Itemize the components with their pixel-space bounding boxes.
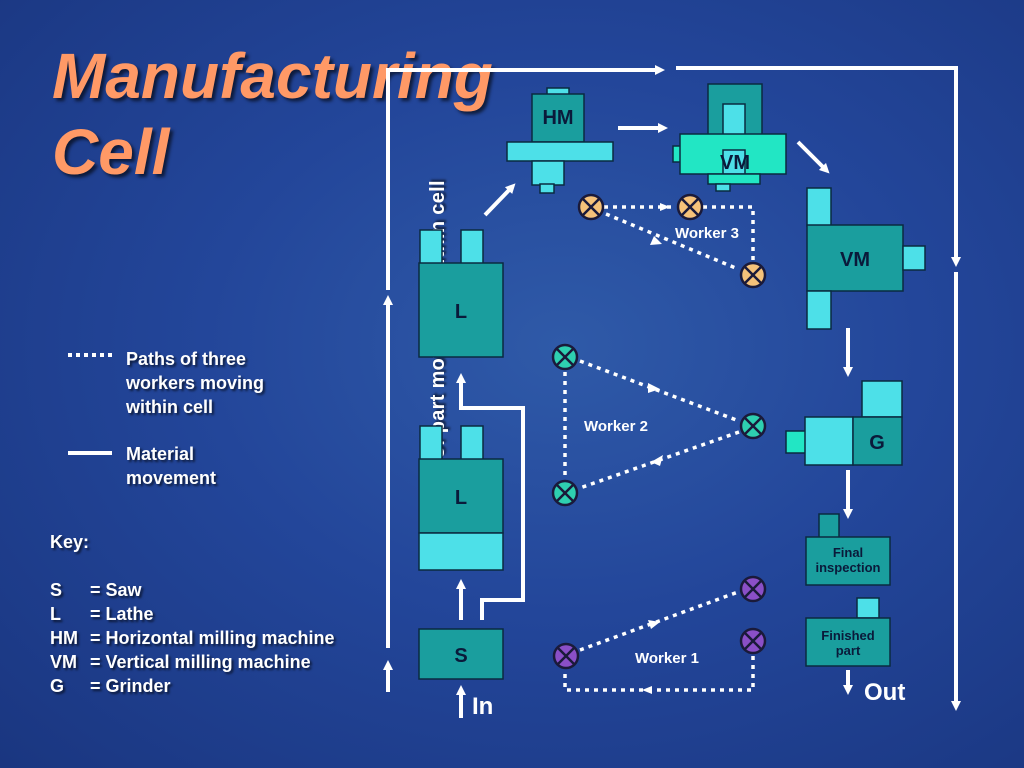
out-label: Out: [864, 679, 905, 706]
worker3-label: Worker 3: [675, 225, 739, 242]
worker1-marker: [552, 575, 767, 670]
worker2-marker: [551, 343, 767, 507]
key-heading: Key:: [50, 532, 90, 552]
worker2-arrow-2: [651, 455, 663, 466]
worker2-label: Worker 2: [584, 418, 648, 435]
key-entry-vm: VM= Vertical milling machine: [50, 652, 311, 672]
worker3-arrow-1: [660, 203, 670, 211]
final-inspection-label-2: inspection: [815, 560, 880, 575]
grinder-label: G: [869, 432, 885, 454]
title-line-2: Cell: [52, 116, 170, 188]
finished-part-station: Finished part: [805, 597, 891, 667]
slide-title: Manufacturing Cell: [52, 38, 493, 190]
worker1-path: [563, 590, 755, 692]
legend-solid-label: Material movement: [126, 444, 217, 488]
key-entry-lathe: L= Lathe: [50, 604, 154, 624]
grinder-machine: G: [785, 380, 903, 466]
worker3-arrow-2: [650, 236, 662, 245]
saw-machine: S: [418, 628, 504, 680]
worker3-marker: [577, 193, 767, 289]
finished-part-label-1: Finished: [821, 628, 875, 643]
finished-part-label-2: part: [836, 643, 861, 658]
key-entry-hm: HM= Horizontal milling machine: [50, 628, 335, 648]
worker1-arrow-2: [642, 686, 652, 694]
worker2-arrow-1: [648, 383, 660, 393]
hm-label: HM: [542, 107, 573, 129]
final-inspection-label-1: Final: [833, 545, 863, 560]
material-flow-outer: [383, 65, 961, 711]
key-entry-saw: S= Saw: [50, 580, 142, 600]
lathe-lower-label: L: [455, 487, 467, 509]
lathe-upper-label: L: [455, 301, 467, 323]
vm-top-label: VM: [720, 152, 750, 174]
vm-right-machine: VM: [806, 187, 926, 330]
worker1-arrow-1: [648, 620, 660, 629]
vm-right-label: VM: [840, 249, 870, 271]
worker1-label: Worker 1: [635, 650, 699, 667]
vm-top-machine: VM: [672, 83, 787, 192]
lathe-upper: L: [418, 229, 504, 358]
final-inspection-station: Final inspection: [805, 513, 891, 586]
hm-machine: HM: [506, 87, 614, 194]
saw-label: S: [454, 645, 467, 667]
lathe-lower: L: [418, 425, 504, 571]
material-flow-inner: [456, 123, 853, 718]
worker3-path: [604, 205, 755, 271]
title-line-1: Manufacturing: [52, 40, 493, 112]
key-entry-grinder: G= Grinder: [50, 676, 171, 696]
legend-dotted-label: Paths of three workers moving within cel…: [126, 349, 265, 417]
in-label: In: [472, 693, 493, 720]
